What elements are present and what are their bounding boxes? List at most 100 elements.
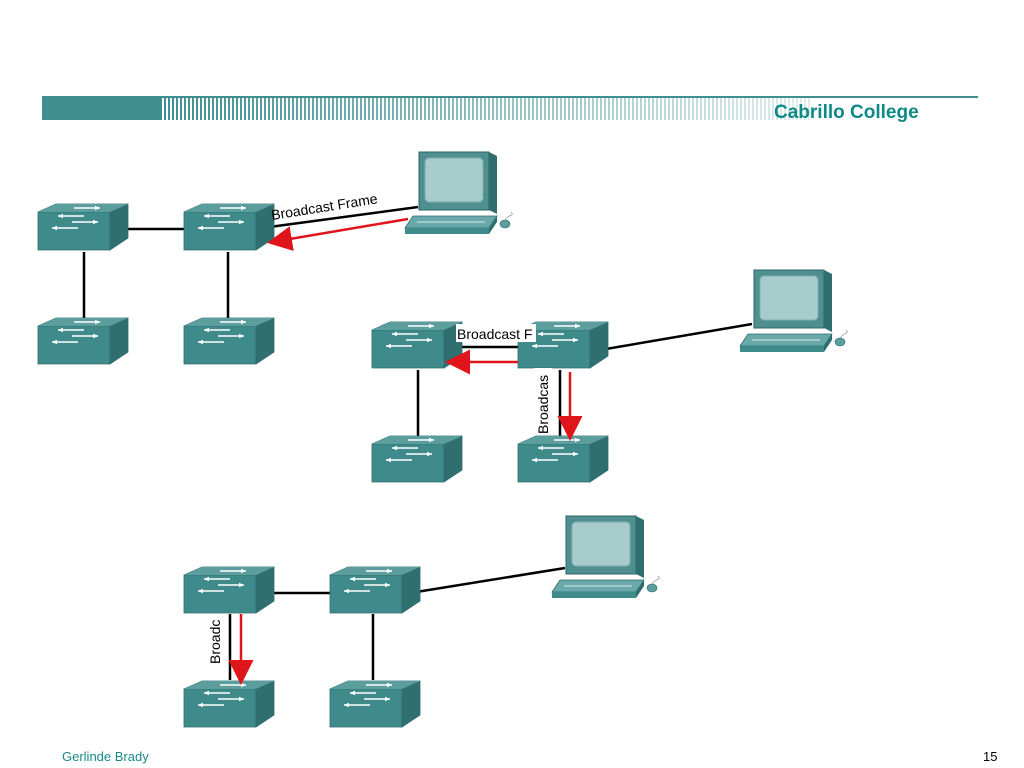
broadcast-arrow (267, 217, 409, 251)
header-stripe (332, 98, 334, 120)
header-stripe (632, 98, 634, 120)
header-stripe (348, 98, 350, 120)
computer (404, 151, 513, 235)
switch (371, 321, 463, 369)
header-stripe (188, 98, 190, 120)
header-stripe (344, 98, 346, 120)
header-stripe (620, 98, 622, 120)
label-backdrop (206, 614, 224, 666)
header-stripe (312, 98, 314, 120)
header-stripe (336, 98, 338, 120)
header-stripe (484, 98, 486, 120)
header-stripe (256, 98, 258, 120)
header-stripe (224, 98, 226, 120)
footer-author: Gerlinde Brady (62, 749, 149, 764)
header-stripe (260, 98, 262, 120)
header-stripe (800, 98, 802, 120)
header-top-rule (42, 96, 978, 98)
header-stripe (272, 98, 274, 120)
header-stripe (748, 98, 750, 120)
switch (37, 317, 129, 365)
header-stripe (236, 98, 238, 120)
header-stripe (368, 98, 370, 120)
header-stripe (600, 98, 602, 120)
header-stripe (472, 98, 474, 120)
header-stripe (512, 98, 514, 120)
header-stripe (280, 98, 282, 120)
header-stripe (652, 98, 654, 120)
header-stripe (200, 98, 202, 120)
header-stripe (736, 98, 738, 120)
header-stripe (704, 98, 706, 120)
header-stripe (376, 98, 378, 120)
header-stripe (396, 98, 398, 120)
switch (183, 566, 275, 614)
header-stripe (500, 98, 502, 120)
link (261, 205, 419, 230)
broadcast-frame-label: Broadcast Frame (270, 190, 379, 223)
header-stripe (752, 98, 754, 120)
header-stripe (708, 98, 710, 120)
header-stripe (792, 98, 794, 120)
header-stripe (380, 98, 382, 120)
header-stripe (364, 98, 366, 120)
header-stripe (288, 98, 290, 120)
header-stripe (384, 98, 386, 120)
header-stripe (720, 98, 722, 120)
header-stripe (680, 98, 682, 120)
header-stripe (492, 98, 494, 120)
switch (183, 203, 275, 251)
header-stripe (324, 98, 326, 120)
header-stripe (164, 98, 166, 120)
header-stripe (420, 98, 422, 120)
header-stripe (196, 98, 198, 120)
header-stripe (184, 98, 186, 120)
header-stripe (432, 98, 434, 120)
header-stripe (624, 98, 626, 120)
header-stripe (416, 98, 418, 120)
header-stripe (560, 98, 562, 120)
header-stripe (636, 98, 638, 120)
header-stripe (284, 98, 286, 120)
header-stripe (356, 98, 358, 120)
header-stripe (516, 98, 518, 120)
header-stripe (612, 98, 614, 120)
header-stripe (660, 98, 662, 120)
header-stripe (668, 98, 670, 120)
link (409, 566, 566, 595)
header-stripe (340, 98, 342, 120)
header-stripe (780, 98, 782, 120)
header-stripe (684, 98, 686, 120)
header-stripe (576, 98, 578, 120)
header-stripe (244, 98, 246, 120)
header-stripe (460, 98, 462, 120)
header-stripe (744, 98, 746, 120)
header-stripe (444, 98, 446, 120)
link (599, 322, 753, 352)
header-stripe (772, 98, 774, 120)
header-stripe (240, 98, 242, 120)
header-stripe (212, 98, 214, 120)
header-stripe (712, 98, 714, 120)
switch (37, 203, 129, 251)
header-stripe (352, 98, 354, 120)
header-stripe (180, 98, 182, 120)
header-stripe (608, 98, 610, 120)
header-stripe (508, 98, 510, 120)
header-stripe (592, 98, 594, 120)
header-stripe (664, 98, 666, 120)
header-stripe (760, 98, 762, 120)
header-stripe (740, 98, 742, 120)
header-stripe (304, 98, 306, 120)
header-stripe (588, 98, 590, 120)
header-stripe (216, 98, 218, 120)
header-stripe (316, 98, 318, 120)
header-stripe (796, 98, 798, 120)
header-stripe (204, 98, 206, 120)
header-stripe (168, 98, 170, 120)
header-stripe (784, 98, 786, 120)
header-stripe (584, 98, 586, 120)
header-stripe (676, 98, 678, 120)
header-stripe (528, 98, 530, 120)
header-stripe (656, 98, 658, 120)
